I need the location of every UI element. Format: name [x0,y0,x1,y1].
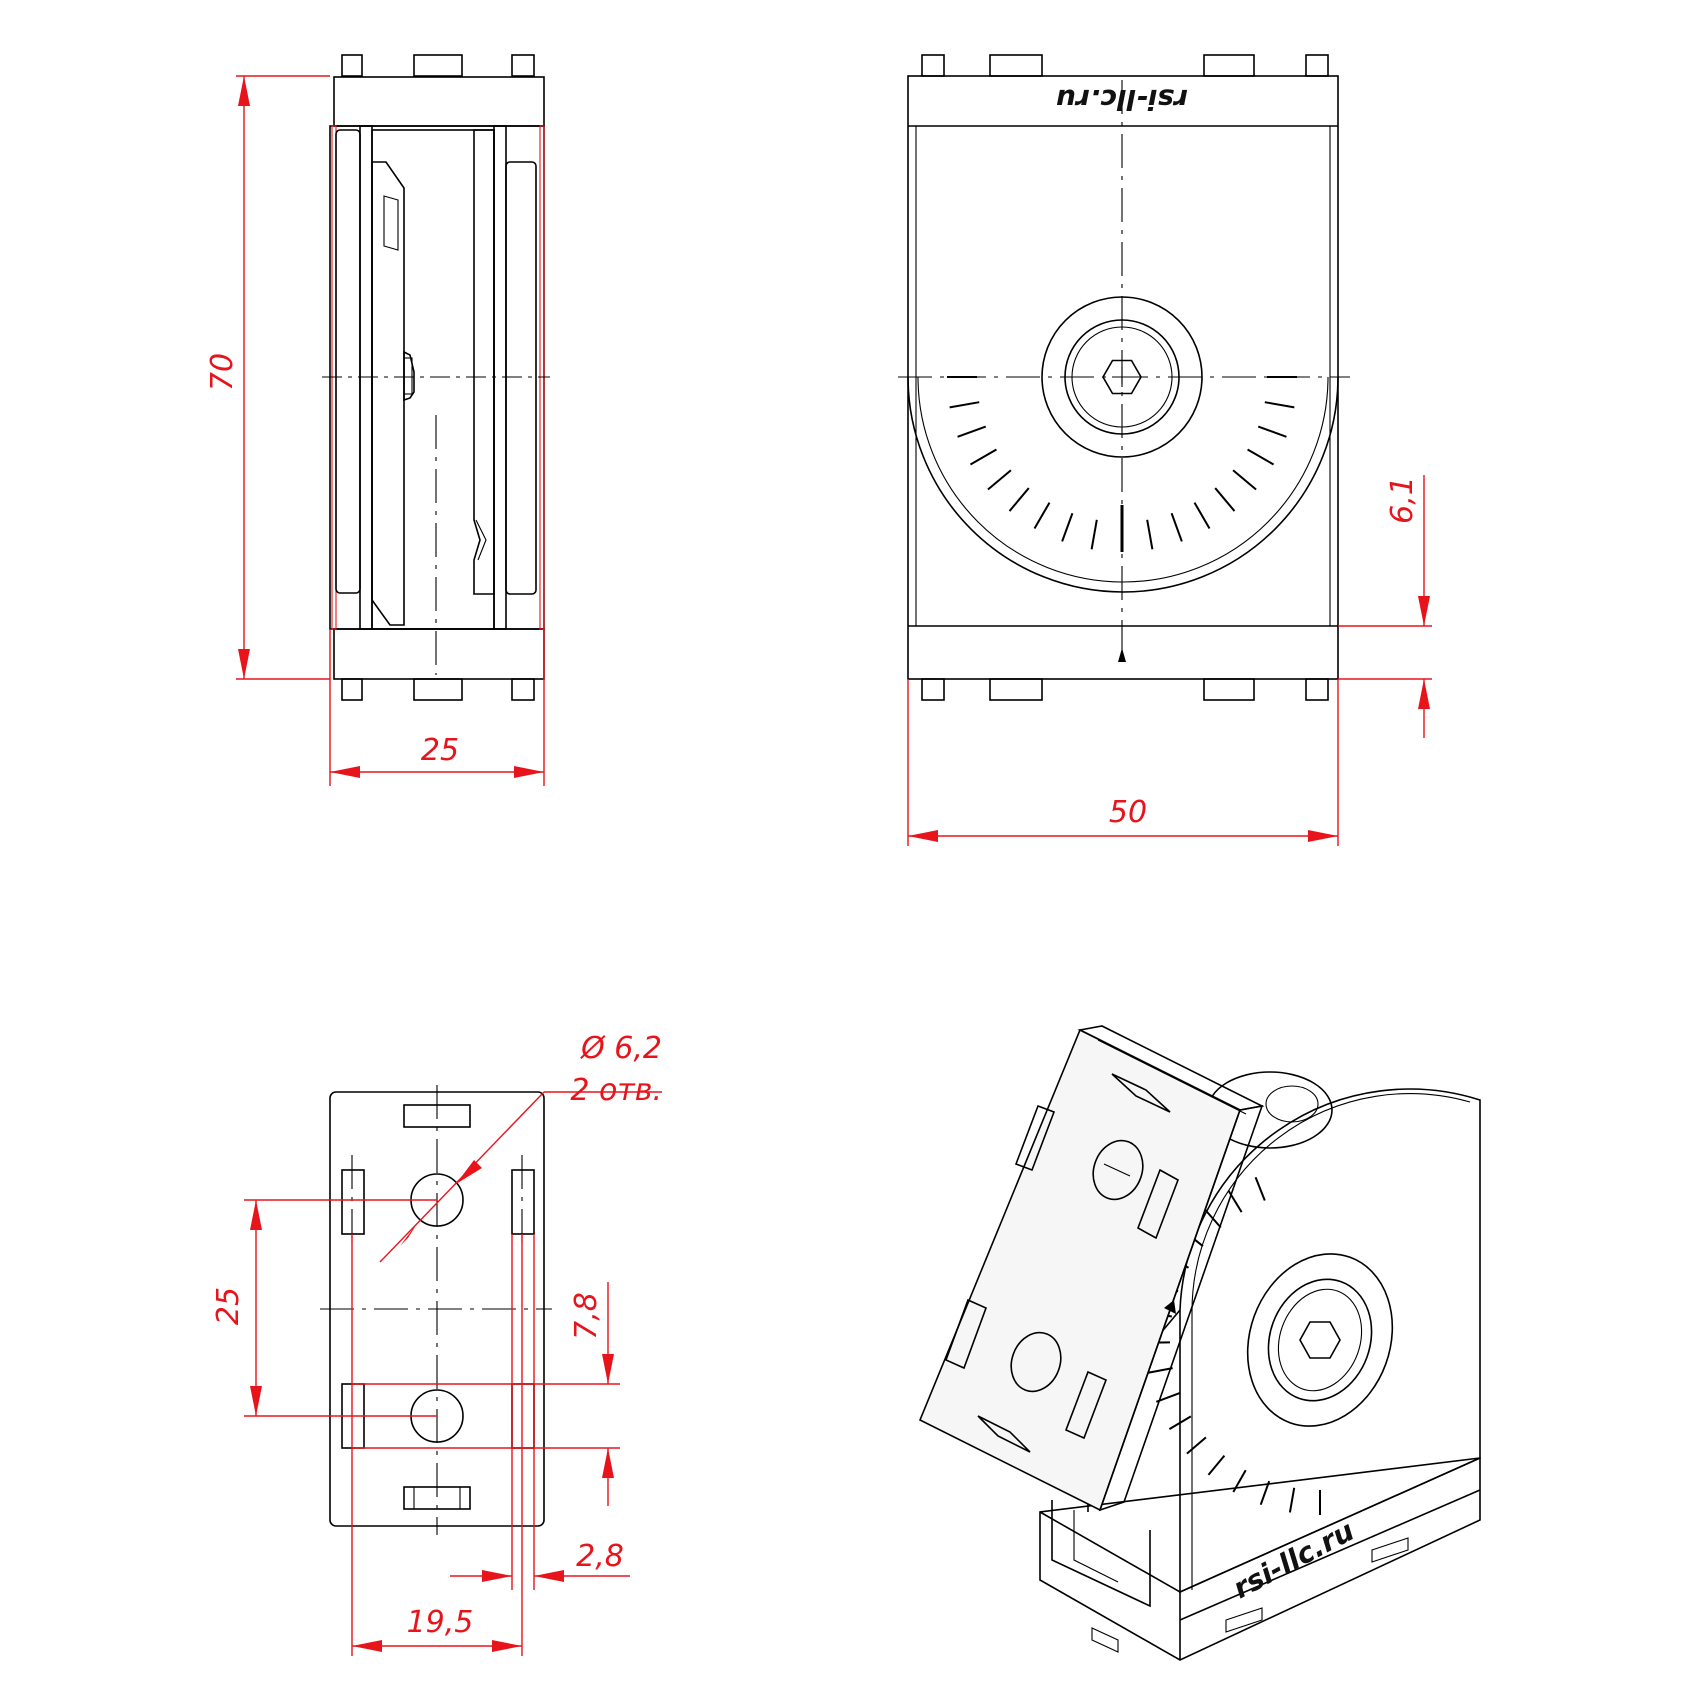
dial-tick [949,401,980,409]
dial-tick [1008,487,1030,512]
dial-tick [1257,425,1287,438]
iso-dial-tick [1288,1487,1296,1513]
iso-logo: rsi-llc.ru [1228,1514,1360,1605]
dim-text-19-5: 19,5 [407,1605,474,1640]
front-view: rsi-llc.ru [898,54,1350,701]
dim-text-25-spacing: 25 [211,1287,246,1325]
iso-dial-tick [1254,1176,1266,1201]
dial-tick [1090,519,1098,550]
dimension-25-width: 25 [329,629,545,786]
dial-tick [1214,487,1236,512]
iso-dial-tick [1259,1480,1271,1505]
dial-tick [1033,502,1051,530]
dimension-6-1: 6,1 [1338,475,1432,738]
dim-text-7-8: 7,8 [569,1292,604,1340]
iso-dial-tick [1147,1367,1173,1374]
iso-dial-tick [1203,1208,1222,1229]
dial-tick [1247,448,1275,466]
dim-text-2-8: 2,8 [576,1539,624,1574]
dimension-2-8: 2,8 [450,1234,630,1590]
dial-tick [1170,512,1183,542]
iso-dial-tick [1207,1454,1226,1476]
dimension-7-8: 7,8 [352,1282,620,1506]
dim-text-hole-count: 2 отв. [570,1073,662,1108]
dial-tick [1232,469,1257,491]
dimension-50: 50 [907,679,1339,846]
dimension-70: 70 [205,75,330,680]
dial-tick [1264,401,1295,409]
iso-dial-tick [1168,1415,1192,1430]
dial-tick [1061,512,1074,542]
front-logo: rsi-llc.ru [1056,83,1188,116]
side-view [322,54,550,701]
dim-text-50: 50 [1109,795,1147,830]
dial-tick [969,448,997,466]
dimension-19-5: 19,5 [351,1234,523,1656]
dimension-hole-diameter: Ø 6,2 2 отв. [379,1031,662,1263]
iso-dial-tick [1232,1469,1247,1493]
dim-text-6-1: 6,1 [1385,476,1420,524]
dimension-25-spacing: 25 [211,1199,437,1417]
dial-tick [957,425,987,438]
isometric-view: rsi-llc.ru [918,1025,1481,1661]
dial-tick [1146,519,1154,550]
dial-tick [987,469,1012,491]
bottom-view [320,1085,552,1535]
iso-dial-tick [1186,1436,1207,1455]
dim-text-25: 25 [421,733,459,768]
dim-text-diameter: Ø 6,2 [579,1031,662,1066]
dim-text-70: 70 [205,353,240,391]
dial-tick [1193,502,1211,530]
